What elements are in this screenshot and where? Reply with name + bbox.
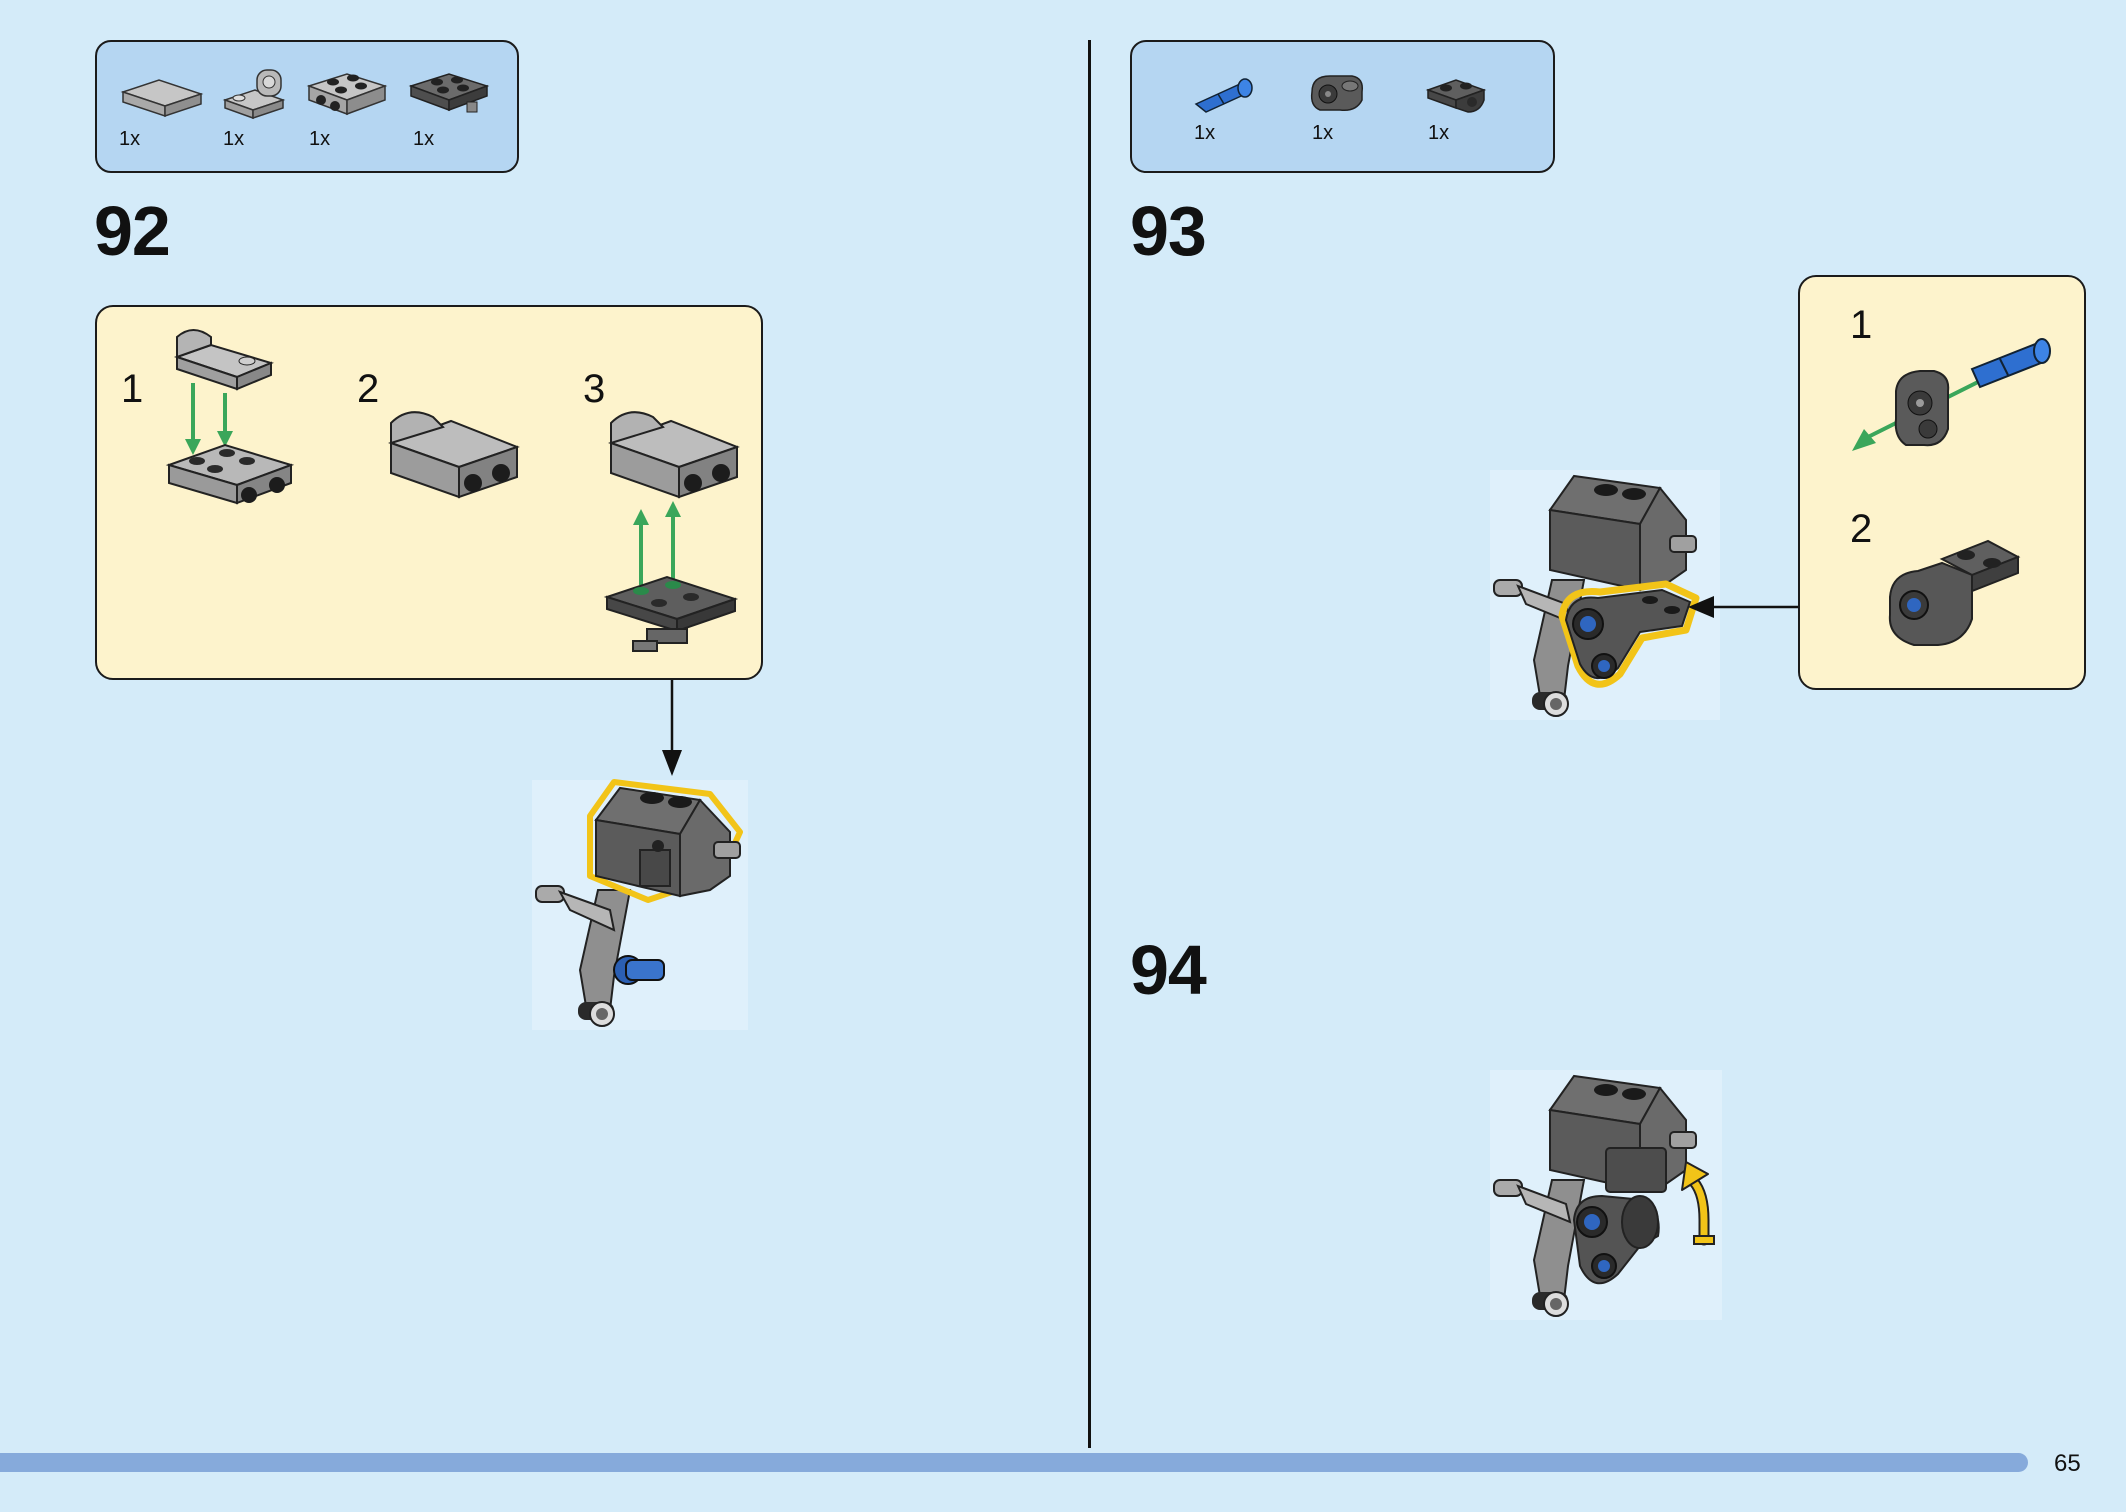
substep-number: 2 — [357, 367, 380, 411]
step-94-model-illustration — [1490, 1070, 1722, 1320]
part-qty: 1x — [1194, 122, 1216, 144]
step-number-93: 93 — [1130, 192, 1207, 270]
page-divider — [1088, 40, 1091, 1448]
light-gray-corner-plate-icon — [120, 79, 204, 118]
step-93-model-illustration — [1490, 470, 1720, 720]
part-qty: 1x — [1428, 122, 1450, 144]
light-gray-plate-side-studs-icon — [306, 73, 388, 116]
part-qty: 1x — [1312, 122, 1334, 144]
substep-number: 3 — [583, 367, 606, 411]
part-qty: 1x — [119, 128, 141, 150]
rotate-arrow-icon — [1681, 1161, 1715, 1246]
substep-box-step-92: 1 2 3 — [95, 305, 763, 680]
part-qty: 1x — [413, 128, 435, 150]
down-arrow-icon — [662, 680, 682, 776]
substep-number: 1 — [1850, 303, 1873, 347]
step-number-92: 92 — [94, 192, 171, 270]
step-92-model-illustration — [532, 779, 748, 1030]
part-qty: 1x — [223, 128, 245, 150]
light-gray-bracket-plate-icon — [222, 69, 286, 120]
substep-2-illustration — [1888, 539, 2021, 646]
dark-gray-pin-connector-icon — [1310, 75, 1364, 112]
footer-bar — [0, 1453, 2028, 1472]
part-qty: 1x — [309, 128, 331, 150]
substep-box-step-93: 1 2 — [1798, 275, 2086, 690]
step-number-94: 94 — [1130, 931, 1207, 1009]
dark-gray-plate-bracket-icon — [1425, 79, 1487, 113]
parts-list-step-93: 1x 1x 1x — [1130, 40, 1555, 173]
substep-2-illustration — [388, 411, 520, 499]
substep-number: 2 — [1850, 507, 1873, 551]
blue-axle-pin-icon — [1194, 78, 1253, 113]
dark-gray-plate-pin-icon — [408, 73, 490, 113]
substep-1-illustration — [165, 329, 295, 505]
left-arrow-icon — [1688, 596, 1798, 618]
parts-list-step-92: 1x 1x 1x 1x — [95, 40, 519, 173]
substep-1-illustration — [1852, 338, 2051, 451]
page-number: 65 — [2054, 1450, 2081, 1477]
substep-3-illustration — [603, 411, 740, 652]
substep-number: 1 — [121, 367, 144, 411]
